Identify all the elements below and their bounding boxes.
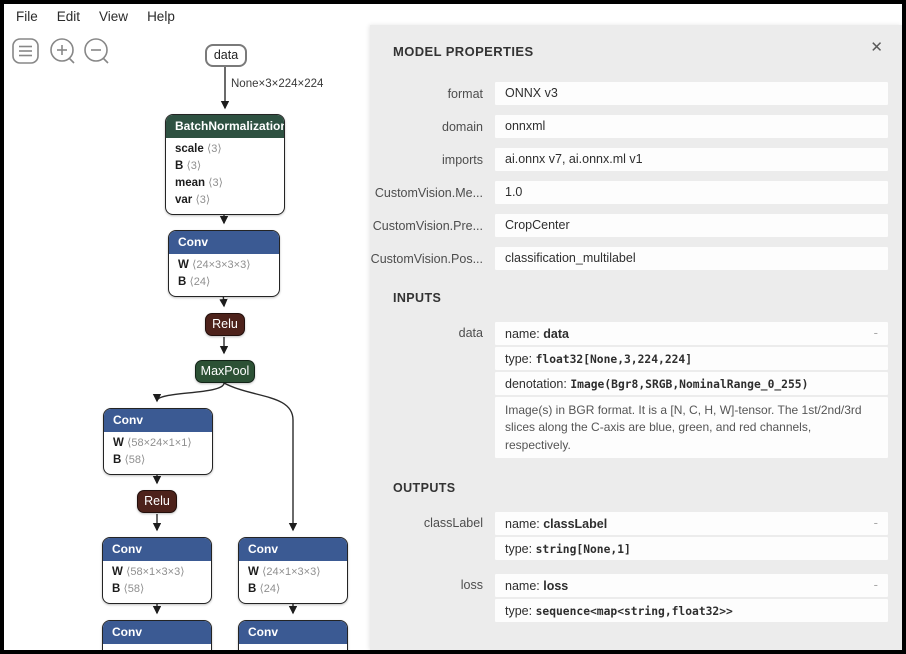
output-item-loss: loss name: loss - type: sequence<map<str… xyxy=(370,574,888,624)
property-row-domain: domain onnxml xyxy=(370,115,888,138)
argument-type-row: type: string[None,1] xyxy=(495,537,888,561)
property-label: CustomVision.Pre... xyxy=(372,218,483,233)
toolbar xyxy=(12,37,122,67)
argument-type-row: type: float32[None,3,224,224] xyxy=(495,347,888,370)
property-row-format: format ONNX v3 xyxy=(370,82,888,105)
graph-node-maxpool[interactable]: MaxPool xyxy=(195,360,255,383)
node-param: mean ⟨3⟩ xyxy=(175,177,223,189)
node-title: Conv xyxy=(103,538,211,561)
graph-node-relu-2[interactable]: Relu xyxy=(137,490,177,513)
panel-title: MODEL PROPERTIES xyxy=(393,44,534,59)
property-value: onnxml xyxy=(495,115,888,138)
property-label: format xyxy=(447,86,483,101)
input-item-data: data name: data - type: float32[None,3,2… xyxy=(370,322,888,460)
graph-node-conv-2[interactable]: Conv W ⟨58×24×1×1⟩ B ⟨58⟩ xyxy=(103,408,213,475)
property-row-imports: imports ai.onnx v7, ai.onnx.ml v1 xyxy=(370,148,888,171)
node-title: Conv xyxy=(104,409,212,432)
outputs-section-title: OUTPUTS xyxy=(393,481,456,496)
node-title: BatchNormalization xyxy=(166,115,284,138)
output-item-classlabel: classLabel name: classLabel - type: stri… xyxy=(370,512,888,562)
argument-description: Image(s) in BGR format. It is a [N, C, H… xyxy=(495,397,888,459)
property-label: CustomVision.Me... xyxy=(374,185,483,200)
property-value: ONNX v3 xyxy=(495,82,888,105)
zoom-in-icon[interactable] xyxy=(50,38,75,64)
node-title: Conv xyxy=(169,231,279,254)
node-param: W ⟨24×3×3×3⟩ xyxy=(178,259,251,271)
graph-node-data[interactable]: data xyxy=(205,44,247,67)
property-value: classification_multilabel xyxy=(495,247,888,270)
node-param: B ⟨24⟩ xyxy=(178,276,211,288)
property-value: CropCenter xyxy=(495,214,888,237)
netron-window: File Edit View Help xyxy=(4,4,902,650)
graph-node-conv-4[interactable]: Conv W ⟨24×1×3×3⟩ B ⟨24⟩ xyxy=(238,537,348,604)
node-title: Conv xyxy=(239,621,347,644)
property-row-customvision-preprocess: CustomVision.Pre... CropCenter xyxy=(370,214,888,237)
property-row-customvision-metadata: CustomVision.Me... 1.0 xyxy=(370,181,888,204)
argument-label: loss xyxy=(460,578,483,593)
menu-file[interactable]: File xyxy=(16,9,38,24)
node-param: B ⟨58⟩ xyxy=(113,454,146,466)
property-value: 1.0 xyxy=(495,181,888,204)
node-param: B ⟨3⟩ xyxy=(175,160,202,172)
property-label: CustomVision.Pos... xyxy=(370,251,483,266)
argument-label: classLabel xyxy=(423,516,483,531)
graph-node-conv-5[interactable]: Conv xyxy=(102,620,212,650)
argument-label: data xyxy=(458,326,483,340)
property-row-customvision-postprocess: CustomVision.Pos... classification_multi… xyxy=(370,247,888,270)
collapse-toggle[interactable]: - xyxy=(873,325,878,340)
graph-node-conv-6[interactable]: Conv xyxy=(238,620,348,650)
node-param: B ⟨24⟩ xyxy=(248,583,281,595)
argument-name-row: name: loss - xyxy=(495,574,888,598)
graph-node-conv-1[interactable]: Conv W ⟨24×3×3×3⟩ B ⟨24⟩ xyxy=(168,230,280,297)
model-properties-panel: MODEL PROPERTIES ✕ format ONNX v3 domain… xyxy=(370,25,902,650)
property-value: ai.onnx v7, ai.onnx.ml v1 xyxy=(495,148,888,171)
menu-help[interactable]: Help xyxy=(147,9,175,24)
node-param: W ⟨58×1×3×3⟩ xyxy=(112,566,185,578)
graph-node-conv-3[interactable]: Conv W ⟨58×1×3×3⟩ B ⟨58⟩ xyxy=(102,537,212,604)
property-label: domain xyxy=(442,119,483,134)
node-param: B ⟨58⟩ xyxy=(112,583,145,595)
menu-view[interactable]: View xyxy=(99,9,129,24)
tensor-shape-label: None×3×224×224 xyxy=(231,78,324,90)
zoom-out-icon[interactable] xyxy=(84,38,109,64)
property-label: imports xyxy=(442,152,483,167)
graph-node-batchnormalization[interactable]: BatchNormalization scale ⟨3⟩ B ⟨3⟩ mean … xyxy=(165,114,285,215)
graph-edges xyxy=(152,66,298,615)
node-param: W ⟨24×1×3×3⟩ xyxy=(248,566,321,578)
collapse-toggle[interactable]: - xyxy=(873,577,878,593)
model-graph: None×3×224×224 data BatchNormalization s… xyxy=(4,4,370,650)
node-title: Conv xyxy=(239,538,347,561)
menu-icon[interactable] xyxy=(12,38,39,64)
menu-bar: File Edit View Help xyxy=(10,7,181,26)
inputs-section-title: INPUTS xyxy=(393,291,442,305)
argument-type-row: type: sequence<map<string,float32>> xyxy=(495,599,888,623)
collapse-toggle[interactable]: - xyxy=(873,515,878,531)
argument-name-row: name: classLabel - xyxy=(495,512,888,536)
node-title: Conv xyxy=(103,621,211,644)
argument-name-row: name: data - xyxy=(495,322,888,345)
graph-node-relu-1[interactable]: Relu xyxy=(205,313,245,336)
node-param: var ⟨3⟩ xyxy=(175,194,211,206)
node-param: scale ⟨3⟩ xyxy=(175,143,222,155)
menu-edit[interactable]: Edit xyxy=(56,9,81,24)
argument-denotation-row: denotation: Image(Bgr8,SRGB,NominalRange… xyxy=(495,372,888,395)
close-icon[interactable]: ✕ xyxy=(870,39,883,56)
node-param: W ⟨58×24×1×1⟩ xyxy=(113,437,192,449)
